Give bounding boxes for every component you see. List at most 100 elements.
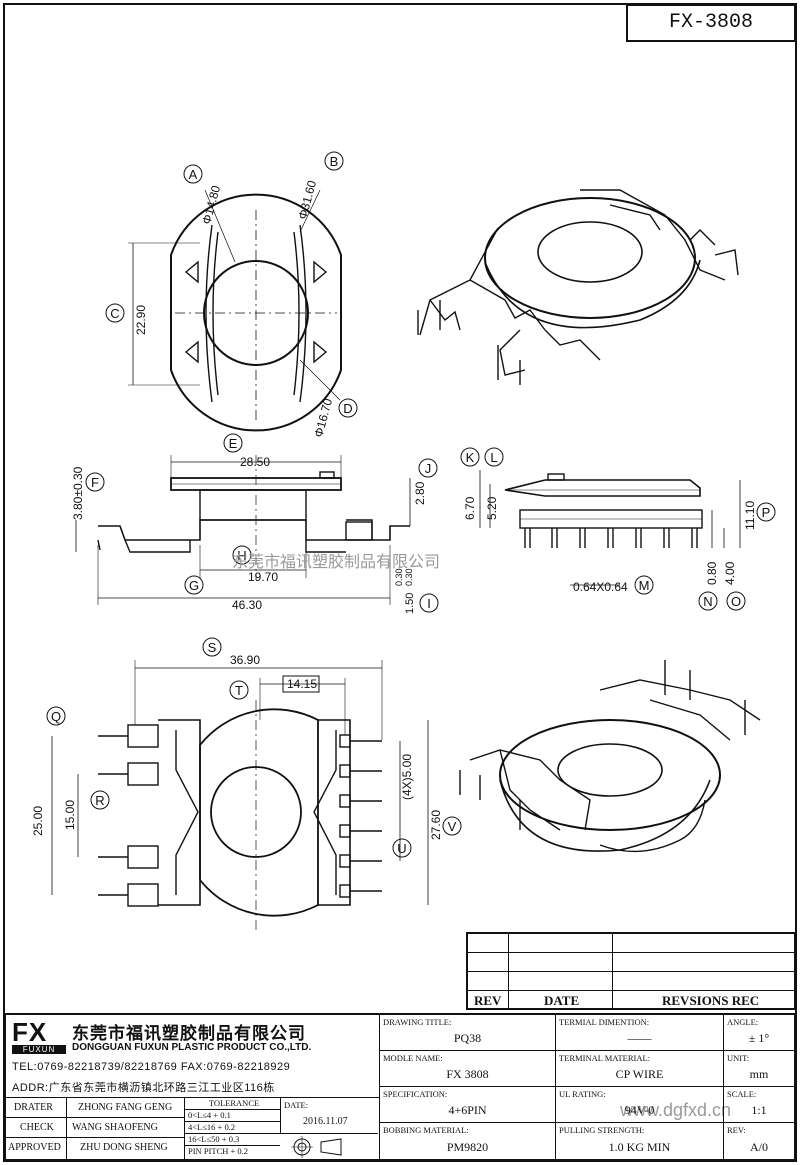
cell-rev: REV: A/0 [724,1123,794,1159]
lbl-drawing-title: DRAWING TITLE: [383,1017,452,1027]
svg-text:V: V [448,819,457,834]
dim-bot-s: 36.90 [230,653,260,667]
svg-text:U: U [397,841,406,856]
company-tel: TEL:0769-82218739/82218769 FAX:0769-8221… [12,1061,291,1073]
cell-terminal-mat: TERMINAL MATERIAL:CP WIRE [556,1051,724,1087]
lbl-spec: SPECIFICATION: [383,1089,448,1099]
dim-side-p: 11.10 [743,501,757,530]
rev-col-rec: REVSIONS REC [662,993,760,1008]
dim-bot-q: 25.00 [31,806,45,836]
svg-text:A: A [189,167,198,182]
label-U: U [392,838,412,858]
svg-text:F: F [91,475,99,490]
val-scale: 1:1 [751,1103,767,1117]
company-name-en: DONGGUAN FUXUN PLASTIC PRODUCT CO.,LTD. [72,1042,312,1053]
label-C: C [105,303,125,323]
dim-side-h: 19.70 [248,570,278,584]
approved-label: APPROVED [8,1142,61,1153]
val-pull: 1.0 KG MIN [608,1140,671,1154]
label-H: H [232,545,252,565]
date-value: 2016.11.07 [303,1116,348,1127]
dim-side-j: 2.80 [413,481,427,505]
drater-label: DRATER [14,1102,53,1113]
val-model: FX 3808 [446,1067,489,1081]
dim-side-n: 0.80 [705,561,719,585]
svg-text:I: I [427,596,431,611]
company-block: FX FUXUN 东莞市福讯塑胶制品有限公司 DONGGUAN FUXUN PL… [6,1015,380,1097]
cell-ul: UL RATING: 94V-0 [556,1087,724,1123]
company-name-cn: 东莞市福讯塑胶制品有限公司 [72,1024,306,1043]
logo-letters: FX [12,1017,48,1047]
dim-side-i3: 0.30 [404,568,414,586]
svg-text:D: D [343,401,352,416]
check-label: CHECK [20,1122,54,1133]
company-address: ADDR:广东省东莞市横沥镇北环路三江工业区116栋 [12,1082,275,1094]
title-cells: DRAWING TITLE:PQ38 TERMIAL DIMENTION:—— … [380,1015,794,1159]
svg-text:R: R [95,793,104,808]
lbl-model: MODLE NAME: [383,1053,443,1063]
tolerance-3: 16<L≤50 + 0.3 [185,1134,280,1146]
dim-side-l: 5.20 [485,496,499,520]
dim-side-i1: 1.50 [404,593,416,614]
label-I: I [419,593,439,613]
label-P: P [756,502,776,522]
val-terminal-mat: CP WIRE [615,1067,664,1081]
tolerance-1: 0<L≤4 + 0.1 [185,1110,280,1122]
val-ul: 94V-0 [624,1103,655,1117]
svg-text:N: N [703,594,712,609]
lbl-rev: REV: [727,1125,746,1135]
cell-scale: SCALE: 1:1 [724,1087,794,1123]
dim-side-i2: 0.30 [394,568,404,586]
svg-text:C: C [110,306,119,321]
svg-text:J: J [425,461,432,476]
label-O: O [726,591,746,611]
dim-top-a: Φ14.80 [199,184,223,226]
lbl-angle: ANGLE: [727,1017,759,1027]
label-T: T [229,680,249,700]
label-F: F [85,472,105,492]
logo-sub: FUXUN [12,1045,66,1054]
svg-text:O: O [731,594,741,609]
cell-angle: ANGLE:± 1° [724,1015,794,1051]
company-logo: FX FUXUN [12,1019,66,1055]
val-drawing-title: PQ38 [453,1031,482,1045]
drawing-number: FX-3808 [626,4,796,42]
svg-text:K: K [466,450,475,465]
watermark-url: www.dgfxd.cn [620,1100,732,1120]
svg-text:B: B [330,154,339,169]
bottom-view [51,660,429,930]
approved-name: ZHU DONG SHENG [80,1142,168,1153]
dim-bot-u: (4X)5.00 [400,754,414,800]
lbl-scale: SCALE: [727,1089,757,1099]
sheet-border [3,3,797,1162]
title-block: FX FUXUN 东莞市福讯塑胶制品有限公司 DONGGUAN FUXUN PL… [4,1013,796,1161]
dim-top-c: 22.90 [134,305,148,335]
svg-text:G: G [189,578,199,593]
val-rev: A/0 [750,1140,768,1154]
label-E: E [223,433,243,453]
drater-name: ZHONG FANG GENG [78,1102,173,1113]
cell-spec: SPECIFICATION:4+6PIN [380,1087,556,1123]
dim-side-m: 0.64X0.64 [573,580,628,594]
label-S: S [202,637,222,657]
iso-view-lower [459,660,761,853]
lbl-ul: UL RATING: [559,1089,606,1099]
tolerance-table: TOLERANCE 0<L≤4 + 0.1 4<L≤16 + 0.2 16<L≤… [184,1098,280,1160]
dim-side-f: 3.80±0.30 [71,466,85,520]
rev-col-rev: REV [474,993,502,1008]
label-M: M [634,575,654,595]
svg-text:T: T [235,683,243,698]
cell-pull: PULLING STRENGTH:1.0 KG MIN [556,1123,724,1159]
dim-top-d: Φ16.70 [311,397,335,439]
lbl-unit: UNIT: [727,1053,750,1063]
label-V: V [442,816,462,836]
dim-side-e: 28.50 [240,455,270,469]
dim-box-14-15 [282,675,320,693]
cell-unit: UNIT:mm [724,1051,794,1087]
check-name: WANG SHAOFENG [72,1122,158,1133]
label-J: J [418,458,438,478]
dim-side-g: 46.30 [232,598,262,612]
watermark-text: 东莞市福讯塑胶制品有限公司 [232,554,441,571]
tolerance-4: PIN PITCH + 0.2 [188,1146,249,1156]
